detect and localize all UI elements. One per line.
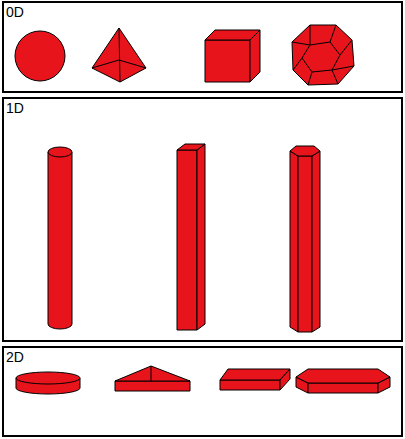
hexagonal-rod [290, 146, 320, 332]
cube [205, 30, 260, 82]
panel-label: 2D [4, 348, 24, 365]
hexagonal-plate [296, 369, 390, 393]
square-rod [177, 144, 205, 330]
category-panel: 0D [2, 1, 403, 93]
panel-label: 0D [4, 3, 24, 20]
panel-label: 1D [4, 99, 24, 116]
sphere [15, 31, 65, 81]
category-panel: 2D [2, 346, 403, 437]
cylinder-rod [48, 147, 72, 329]
triangular-plate [115, 366, 190, 391]
disk-plate [16, 372, 80, 394]
rectangular-plate [220, 369, 290, 390]
truncated-octahedron [292, 25, 354, 85]
tetrahedron [92, 28, 146, 82]
category-panel: 1D [2, 97, 403, 342]
